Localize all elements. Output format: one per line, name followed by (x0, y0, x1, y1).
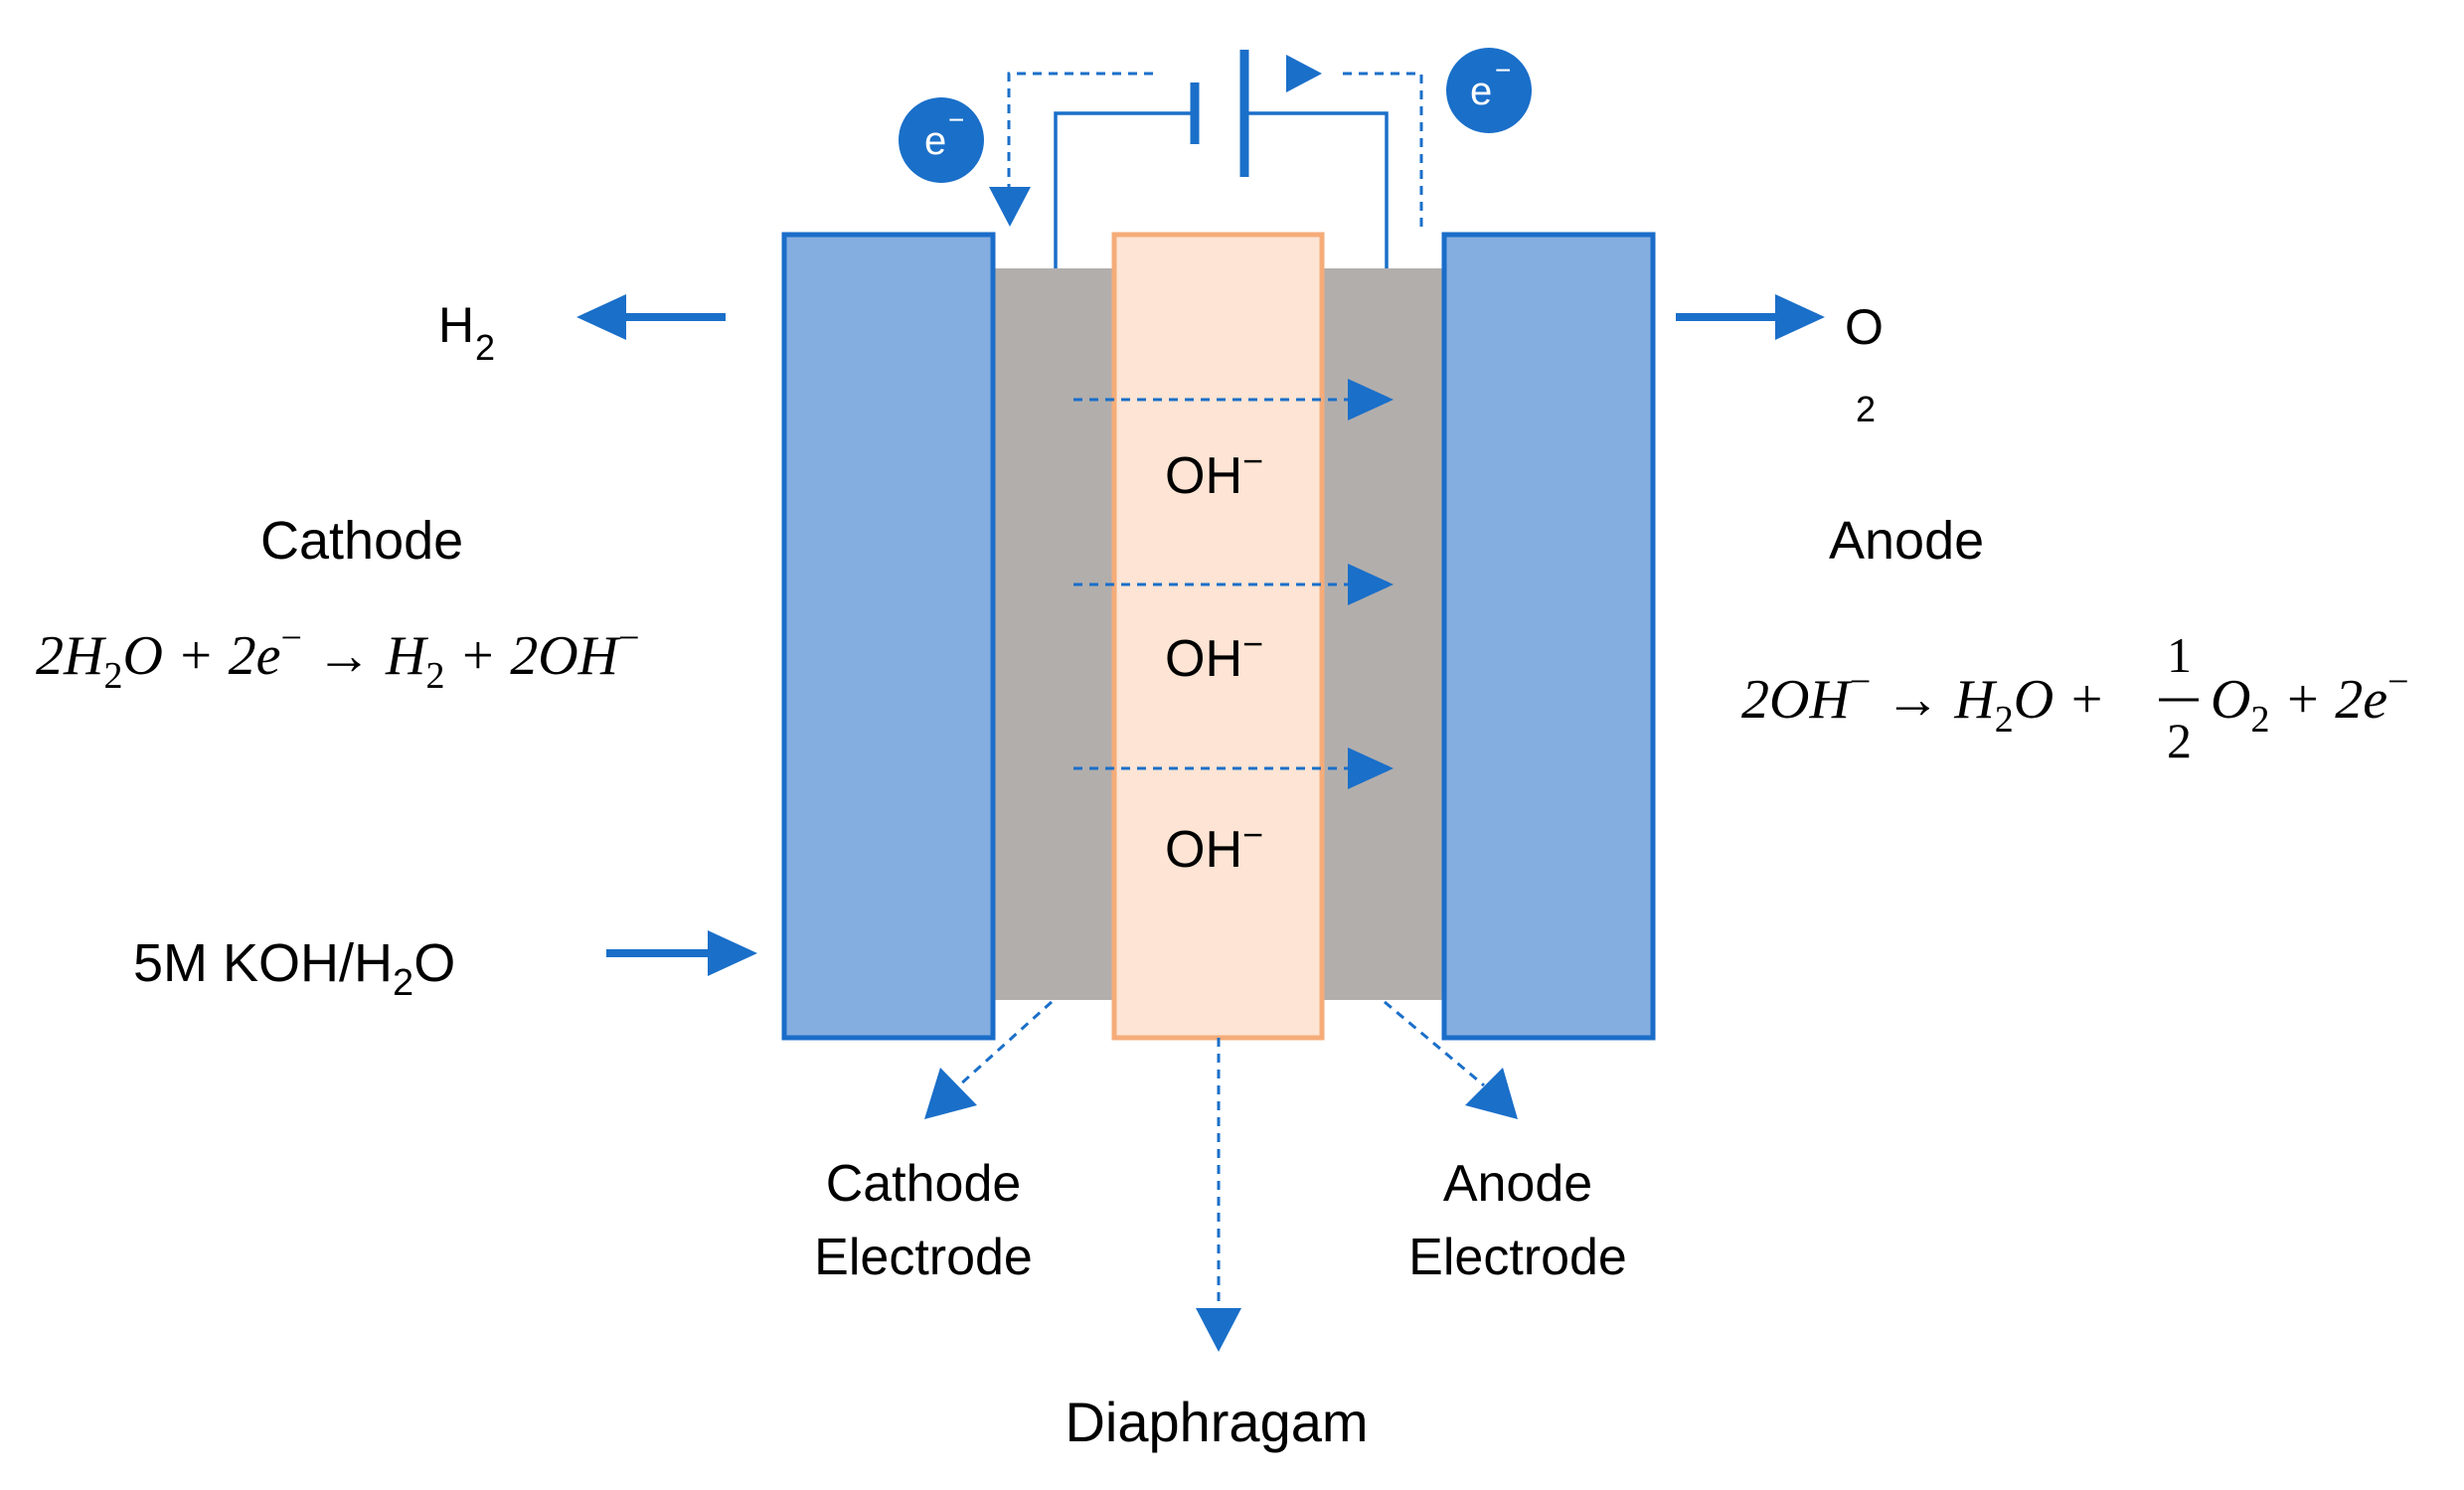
o2-label: O 2 (1845, 299, 1884, 429)
cathode-electrode-pointer (957, 1000, 1054, 1087)
svg-text:H: H (438, 297, 474, 353)
anode-electrode-pointer (1384, 1000, 1485, 1087)
cathode-electrode (781, 232, 996, 1041)
electron-flow (1007, 72, 1423, 227)
anode-wire (1244, 111, 1389, 268)
ion-label-2: OH− (1165, 623, 1263, 688)
anode-electrode (1441, 232, 1656, 1041)
electron-path-to-cathode (1007, 72, 1153, 194)
cathode-equation: 2H2O + 2e− → H2 + 2OH− (36, 617, 640, 697)
anode-title: Anode (1829, 511, 1984, 571)
svg-text:1: 1 (2167, 627, 2192, 683)
diaphragm-label: Diaphragam (1065, 1391, 1368, 1453)
electron-arrowhead-down (989, 187, 1031, 227)
pointer-arrows (957, 1000, 1485, 1312)
cathode-wire (1054, 111, 1195, 268)
svg-text:OH−: OH− (1165, 623, 1263, 688)
svg-text:2: 2 (2167, 713, 2192, 768)
svg-text:OH−: OH− (1165, 814, 1263, 879)
svg-text:2: 2 (475, 327, 495, 368)
svg-text:2: 2 (1856, 389, 1876, 429)
power-source (1054, 50, 1389, 268)
ion-label-1: OH− (1165, 440, 1263, 505)
svg-text:e: e (924, 119, 946, 163)
cathode-electrode-label-l2: Electrode (814, 1229, 1033, 1286)
cathode-title: Cathode (260, 511, 463, 571)
flow-arrows (606, 313, 1781, 957)
h2-label: H 2 (438, 297, 495, 368)
anode-equation-tail: O2 + 2e− (2211, 661, 2409, 741)
electron-badge-left: e − (899, 97, 984, 183)
svg-text:OH−: OH− (1165, 440, 1263, 505)
ion-label-3: OH− (1165, 814, 1263, 879)
anode-electrode-label-l2: Electrode (1408, 1229, 1627, 1286)
electron-path-from-anode (1342, 72, 1423, 227)
cathode-electrode-label-l1: Cathode (826, 1155, 1022, 1213)
feed-label: 5M KOH/H2O (133, 933, 455, 1004)
electron-arrowhead-left (1286, 55, 1322, 92)
anode-equation: 2OH− → H2O + (1741, 661, 2105, 741)
svg-text:e: e (1470, 70, 1492, 113)
svg-text:O: O (1845, 299, 1884, 355)
anode-electrode-label-l1: Anode (1443, 1155, 1592, 1213)
diaphragm (1111, 232, 1325, 1041)
svg-text:5M KOH/H2O: 5M KOH/H2O (133, 933, 455, 1004)
svg-text:−: − (1495, 55, 1511, 85)
svg-text:−: − (948, 104, 964, 135)
electron-badge-right: e − (1446, 48, 1532, 133)
anode-equation-fraction: 1 2 (2159, 627, 2199, 768)
